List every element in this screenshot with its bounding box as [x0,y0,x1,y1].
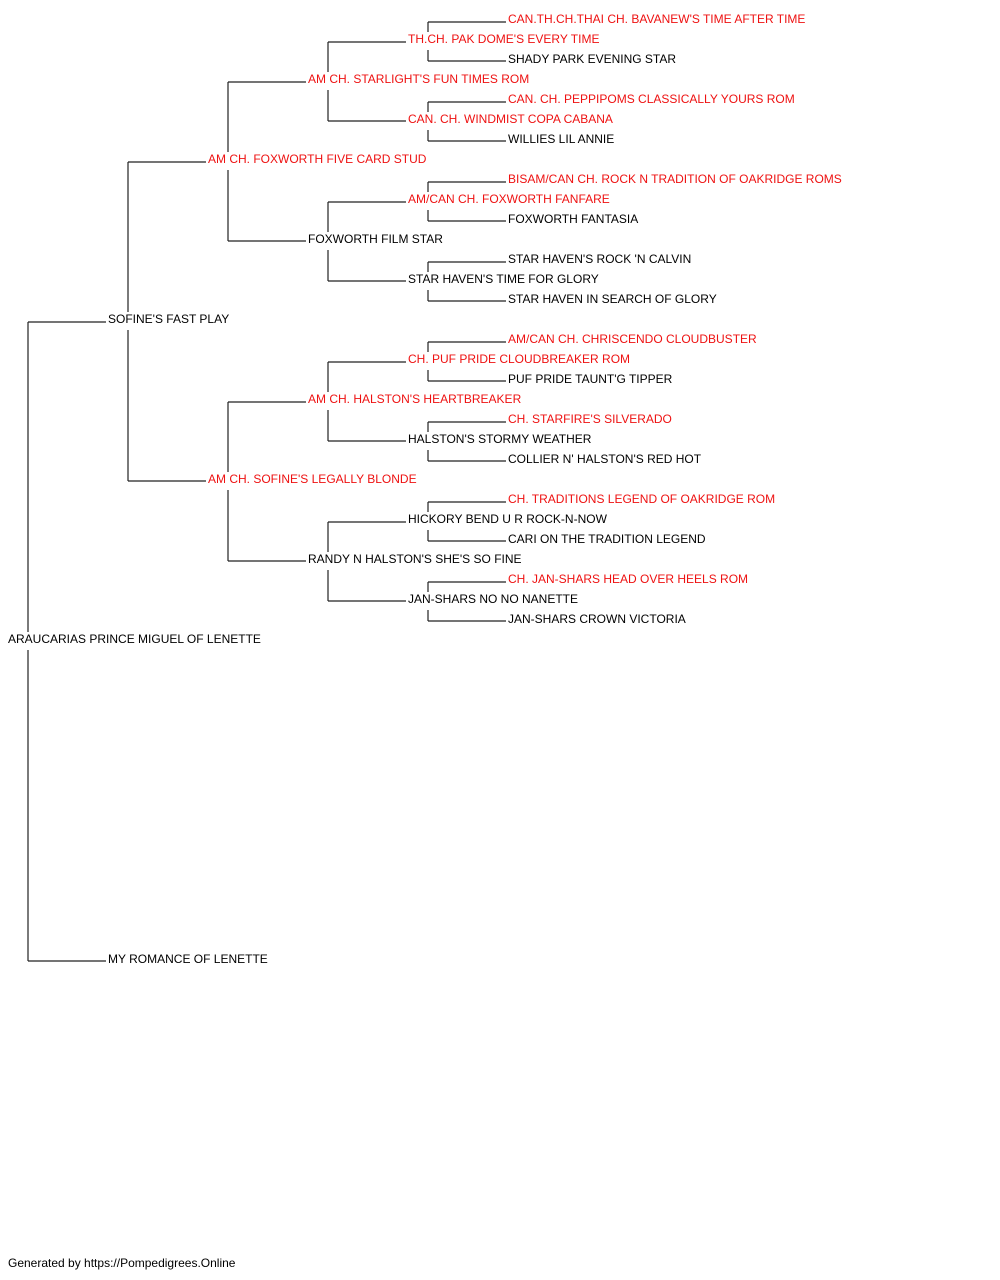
pedigree-entry-pedigree.sire.dam.sire.dam.sire[interactable]: CH. STARFIRE'S SILVERADO [508,412,672,426]
pedigree-entry-pedigree.sire.sire.sire.sire[interactable]: TH.CH. PAK DOME'S EVERY TIME [408,32,599,46]
pedigree-entry-pedigree.sire.dam.dam.dam.sire[interactable]: CH. JAN-SHARS HEAD OVER HEELS ROM [508,572,748,586]
pedigree-entry-pedigree.sire.dam.dam.sire.sire[interactable]: CH. TRADITIONS LEGEND OF OAKRIDGE ROM [508,492,775,506]
pedigree-entry-pedigree.sire.sire[interactable]: AM CH. FOXWORTH FIVE CARD STUD [208,152,427,166]
pedigree-entry-pedigree.sire.sire.dam.dam.sire[interactable]: STAR HAVEN'S ROCK 'N CALVIN [508,252,691,266]
pedigree-entry-pedigree.sire.sire.sire.sire.dam[interactable]: SHADY PARK EVENING STAR [508,52,676,66]
pedigree-entry-pedigree.sire.dam.sire.sire[interactable]: CH. PUF PRIDE CLOUDBREAKER ROM [408,352,630,366]
pedigree-entry-pedigree.sire.dam.sire.dam[interactable]: HALSTON'S STORMY WEATHER [408,432,592,446]
pedigree-entry-pedigree.sire.sire.sire[interactable]: AM CH. STARLIGHT'S FUN TIMES ROM [308,72,529,86]
pedigree-entry-pedigree.sire.dam.dam.dam[interactable]: JAN-SHARS NO NO NANETTE [408,592,578,606]
pedigree-entry-pedigree.sire.sire.dam.sire.sire[interactable]: BISAM/CAN CH. ROCK N TRADITION OF OAKRID… [508,172,842,186]
pedigree-entry-pedigree.sire.sire.sire.dam.sire[interactable]: CAN. CH. PEPPIPOMS CLASSICALLY YOURS ROM [508,92,795,106]
pedigree-entry-pedigree.sire.sire.dam.sire[interactable]: AM/CAN CH. FOXWORTH FANFARE [408,192,610,206]
pedigree-entry-pedigree.sire.sire.dam.sire.dam[interactable]: FOXWORTH FANTASIA [508,212,638,226]
pedigree-entry-pedigree.sire.sire.sire.sire.sire[interactable]: CAN.TH.CH.THAI CH. BAVANEW'S TIME AFTER … [508,12,805,26]
pedigree-entry-pedigree.sire.dam.dam[interactable]: RANDY N HALSTON'S SHE'S SO FINE [308,552,522,566]
pedigree-entry-pedigree.sire[interactable]: SOFINE'S FAST PLAY [108,312,229,326]
pedigree-entry-pedigree.sire.dam.sire.dam.dam[interactable]: COLLIER N' HALSTON'S RED HOT [508,452,702,466]
pedigree-entry-pedigree.sire.sire.dam.dam[interactable]: STAR HAVEN'S TIME FOR GLORY [408,272,599,286]
pedigree-entry-pedigree.sire.dam.dam.sire.dam[interactable]: CARI ON THE TRADITION LEGEND [508,532,706,546]
pedigree-entry-pedigree.sire.dam.sire.sire.dam[interactable]: PUF PRIDE TAUNT'G TIPPER [508,372,673,386]
pedigree-entry-pedigree.sire.dam.sire.sire.sire[interactable]: AM/CAN CH. CHRISCENDO CLOUDBUSTER [508,332,757,346]
pedigree-entry-pedigree.sire.sire.dam.dam.dam[interactable]: STAR HAVEN IN SEARCH OF GLORY [508,292,717,306]
pedigree-entry-pedigree.sire.sire.dam[interactable]: FOXWORTH FILM STAR [308,232,443,246]
pedigree-entry-pedigree.sire.sire.sire.dam.dam[interactable]: WILLIES LIL ANNIE [508,132,614,146]
pedigree-entry-pedigree.sire.dam.sire[interactable]: AM CH. HALSTON'S HEARTBREAKER [308,392,522,406]
pedigree-entry-pedigree.dam[interactable]: MY ROMANCE OF LENETTE [108,952,268,966]
pedigree-entry-pedigree.sire.dam[interactable]: AM CH. SOFINE'S LEGALLY BLONDE [208,472,417,486]
pedigree-entry-pedigree.sire.dam.dam.sire[interactable]: HICKORY BEND U R ROCK-N-NOW [408,512,608,526]
pedigree-entry-pedigree.sire.dam.dam.dam.dam[interactable]: JAN-SHARS CROWN VICTORIA [508,612,686,626]
footer-credit: Generated by https://Pompedigrees.Online [8,1256,236,1270]
pedigree-entry-pedigree[interactable]: ARAUCARIAS PRINCE MIGUEL OF LENETTE [8,632,261,646]
pedigree-entry-pedigree.sire.sire.sire.dam[interactable]: CAN. CH. WINDMIST COPA CABANA [408,112,613,126]
